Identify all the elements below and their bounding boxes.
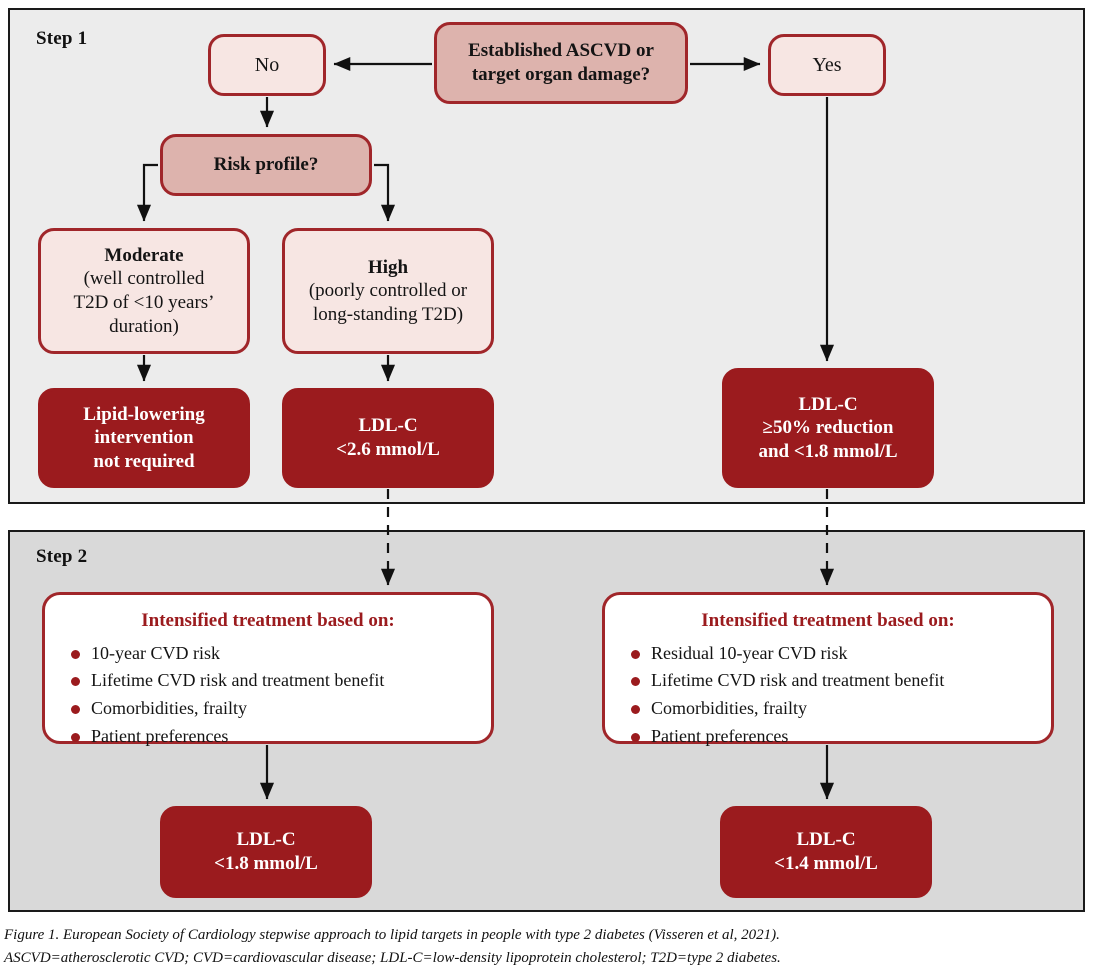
node-outcome-ldl-2-6[interactable]: LDL-C <2.6 mmol/L bbox=[282, 388, 494, 488]
outcome-26-line-2: <2.6 mmol/L bbox=[336, 439, 440, 460]
step2-label: Step 2 bbox=[36, 546, 88, 567]
outcome-14-line-2: <1.4 mmol/L bbox=[774, 853, 878, 874]
step1-label: Step 1 bbox=[36, 28, 88, 49]
outcome-18-line-2: <1.8 mmol/L bbox=[214, 853, 318, 874]
list-item: Lifetime CVD risk and treatment benefit bbox=[71, 670, 491, 698]
question-line-1: Established ASCVD or bbox=[468, 40, 654, 62]
outcome-none-line-3: not required bbox=[93, 450, 195, 472]
high-title: High bbox=[367, 256, 409, 278]
node-outcome-ldl-1-4[interactable]: LDL-C <1.4 mmol/L bbox=[720, 806, 932, 898]
outcome-26-line-1: LDL-C bbox=[358, 415, 418, 437]
intensified-left-heading: Intensified treatment based on: bbox=[141, 610, 395, 631]
answer-no-label: No bbox=[254, 53, 280, 76]
moderate-line-3: duration) bbox=[109, 315, 179, 337]
high-line-2: long-standing T2D) bbox=[312, 303, 464, 325]
node-intensified-treatment-right[interactable]: Intensified treatment based on: Residual… bbox=[602, 592, 1054, 746]
node-outcome-ldl-1-8[interactable]: LDL-C <1.8 mmol/L bbox=[160, 806, 372, 898]
list-item: Residual 10-year CVD risk bbox=[631, 643, 1051, 671]
intensified-left-bullets: 10-year CVD risk Lifetime CVD risk and t… bbox=[45, 643, 491, 754]
outcome-none-line-2: intervention bbox=[94, 427, 194, 449]
moderate-line-2: T2D of <10 years’ bbox=[73, 292, 215, 313]
node-risk-profile-question[interactable]: Risk profile? bbox=[160, 134, 372, 196]
node-risk-high[interactable]: High (poorly controlled or long-standing… bbox=[282, 228, 494, 354]
node-answer-no[interactable]: No bbox=[208, 34, 326, 96]
moderate-line-1: (well controlled bbox=[83, 268, 205, 290]
risk-profile-label: Risk profile? bbox=[213, 154, 319, 176]
node-intensified-treatment-left[interactable]: Intensified treatment based on: 10-year … bbox=[42, 592, 494, 746]
node-risk-moderate[interactable]: Moderate (well controlled T2D of <10 yea… bbox=[38, 228, 250, 354]
caption-line-1: Figure 1. European Society of Cardiology… bbox=[4, 927, 780, 943]
node-answer-yes[interactable]: Yes bbox=[768, 34, 886, 96]
caption-line-2: ASCVD=atherosclerotic CVD; CVD=cardiovas… bbox=[4, 950, 781, 967]
outcome-14-line-1: LDL-C bbox=[796, 829, 856, 851]
list-item: Patient preferences bbox=[71, 726, 491, 754]
node-outcome-ldl-50pct-reduction[interactable]: LDL-C ≥50% reduction and <1.8 mmol/L bbox=[722, 368, 934, 488]
outcome-18-line-1: LDL-C bbox=[236, 829, 296, 851]
list-item: 10-year CVD risk bbox=[71, 643, 491, 671]
outcome-ascvd-line-2: ≥50% reduction bbox=[762, 417, 894, 439]
moderate-title: Moderate bbox=[104, 244, 184, 266]
figure-caption: Figure 1. European Society of Cardiology… bbox=[4, 924, 1089, 971]
list-item: Lifetime CVD risk and treatment benefit bbox=[631, 670, 1051, 698]
list-item: Comorbidities, frailty bbox=[71, 698, 491, 726]
outcome-ascvd-line-3: and <1.8 mmol/L bbox=[758, 440, 898, 462]
question-line-2: target organ damage? bbox=[471, 64, 651, 85]
node-outcome-no-intervention[interactable]: Lipid-lowering intervention not required bbox=[38, 388, 250, 488]
list-item: Comorbidities, frailty bbox=[631, 698, 1051, 726]
intensified-right-bullets: Residual 10-year CVD risk Lifetime CVD r… bbox=[605, 643, 1051, 754]
outcome-ascvd-line-1: LDL-C bbox=[798, 393, 858, 415]
high-line-1: (poorly controlled or bbox=[308, 280, 468, 302]
intensified-right-heading: Intensified treatment based on: bbox=[701, 610, 955, 631]
answer-yes-label: Yes bbox=[812, 53, 842, 76]
outcome-none-line-1: Lipid-lowering bbox=[83, 403, 205, 425]
node-established-ascvd-question[interactable]: Established ASCVD or target organ damage… bbox=[434, 22, 688, 104]
list-item: Patient preferences bbox=[631, 726, 1051, 754]
